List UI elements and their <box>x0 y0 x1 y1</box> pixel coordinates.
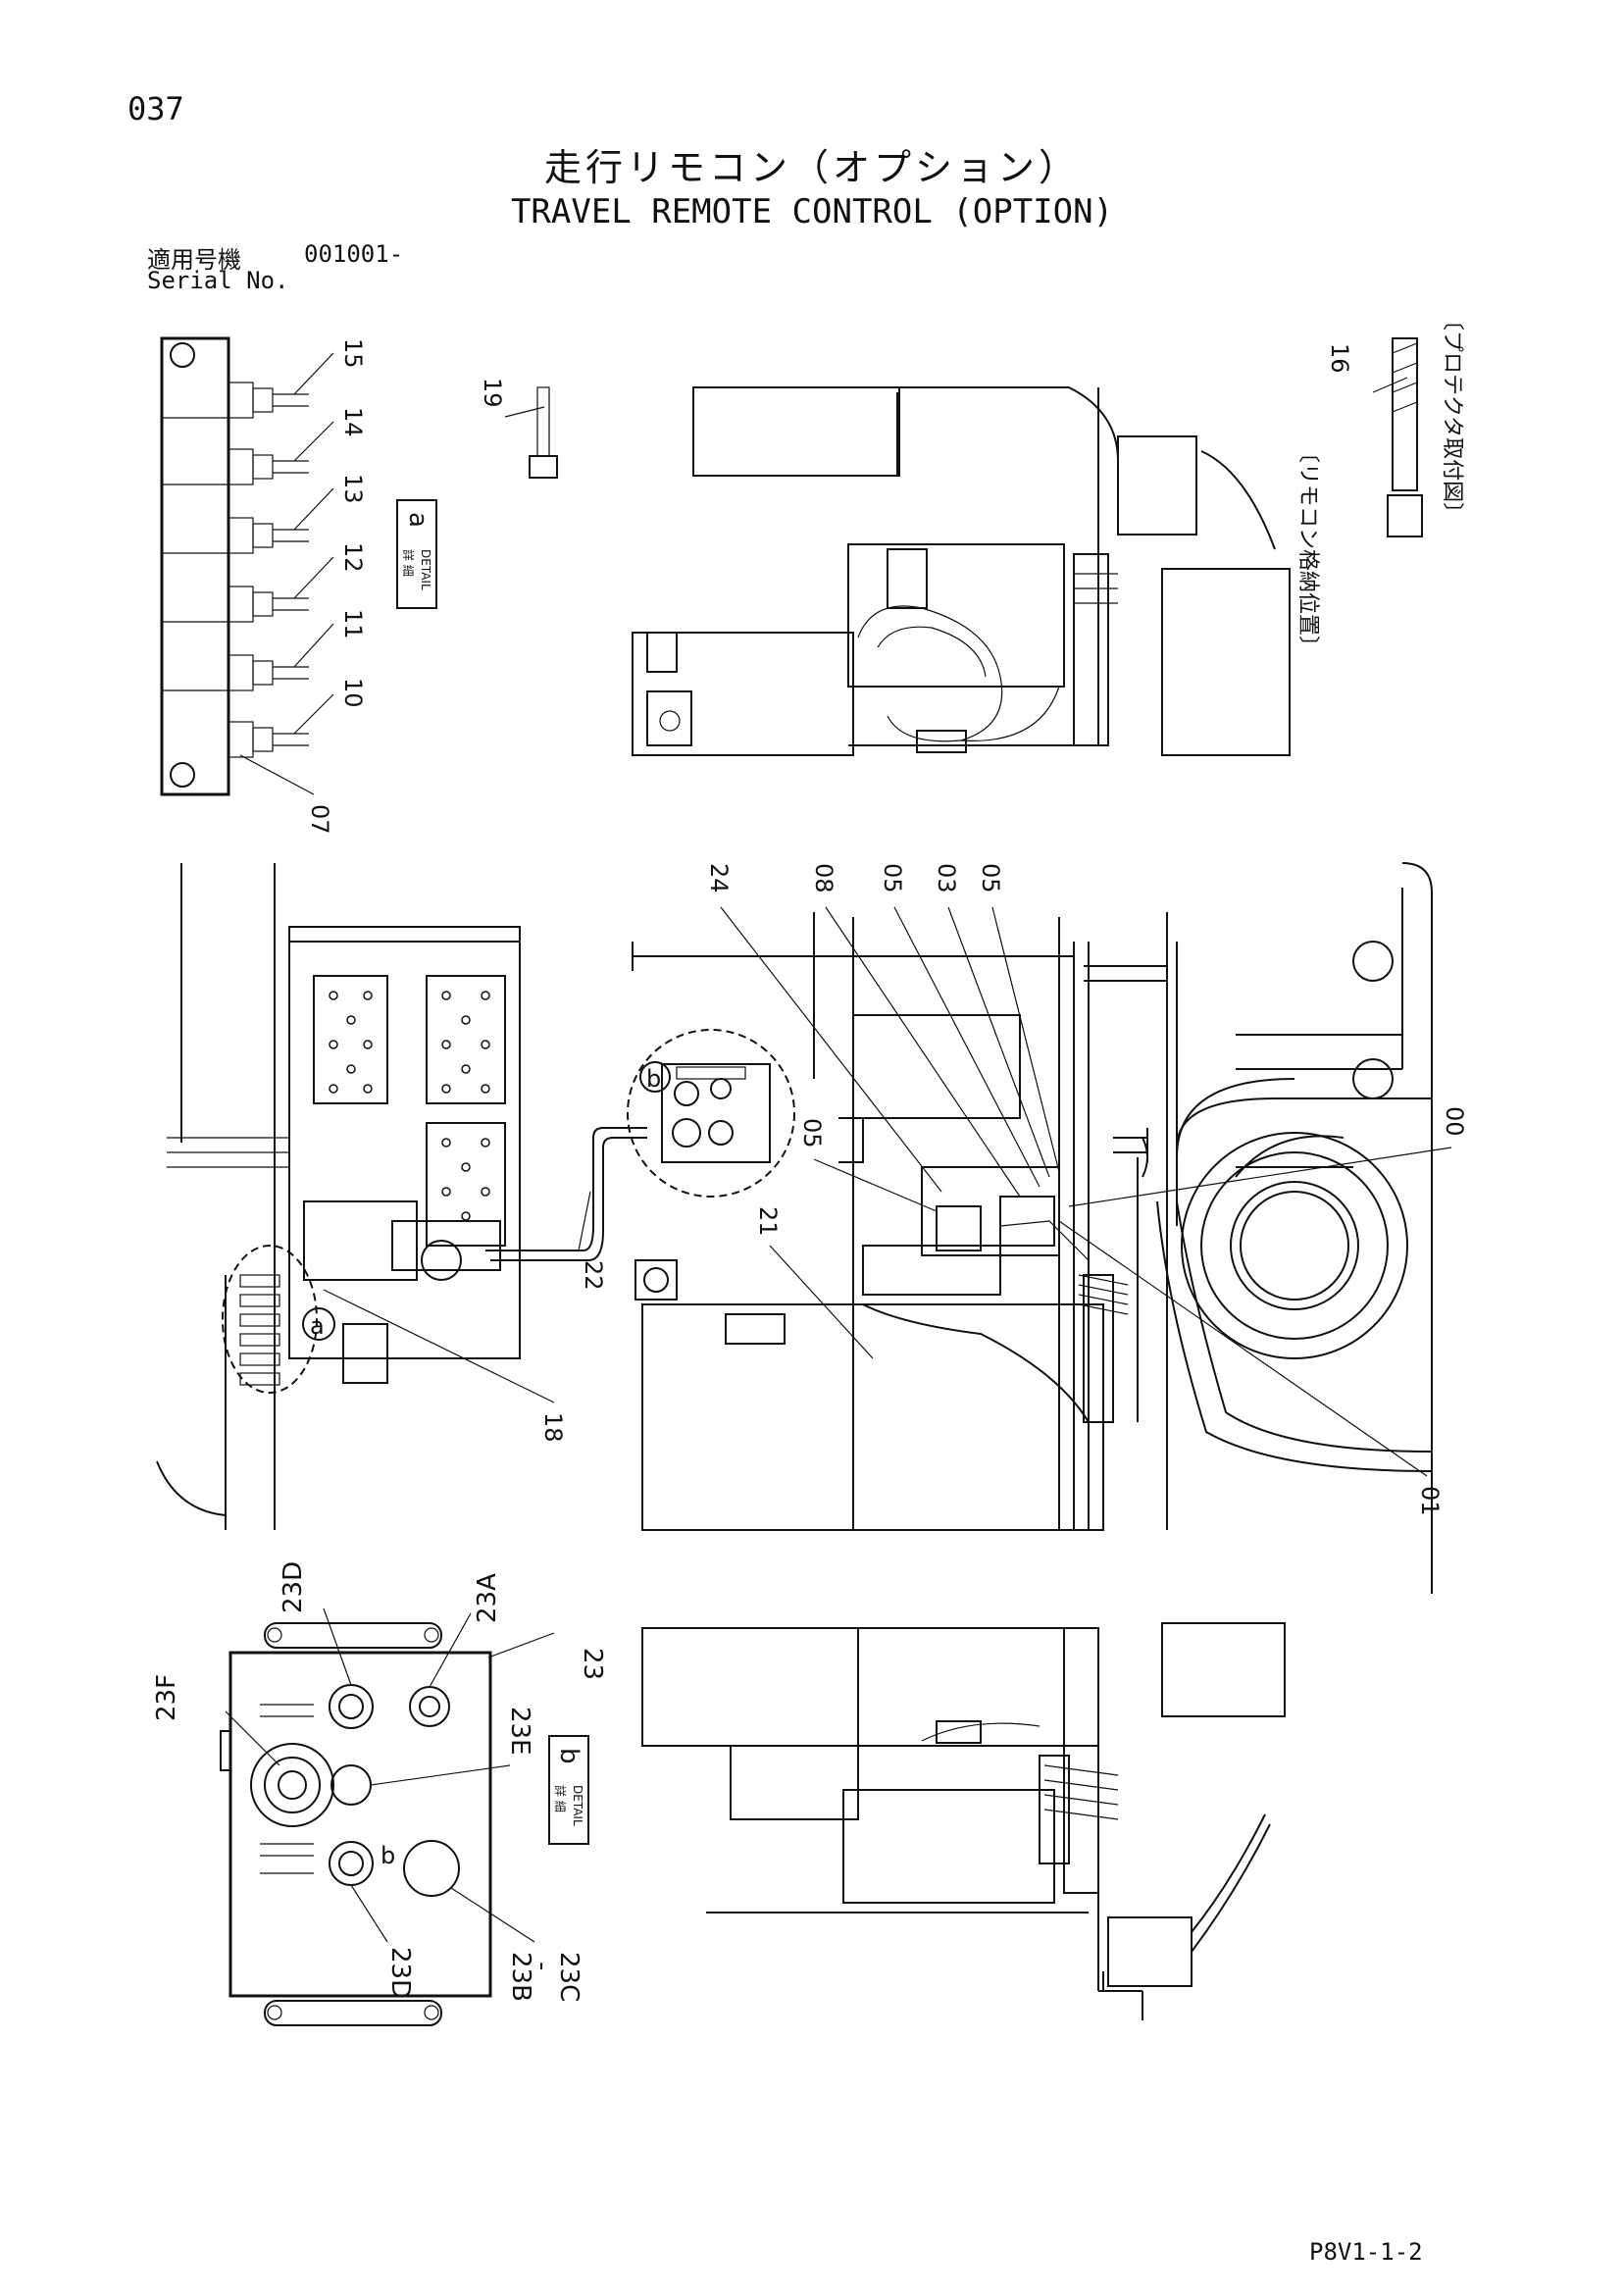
part-label-14: 14 <box>339 407 367 437</box>
part-label-13: 13 <box>339 474 367 504</box>
part-label-18: 18 <box>539 1412 567 1443</box>
part-label-23A: 23A <box>473 1573 502 1623</box>
part-label-24: 24 <box>705 863 733 893</box>
part-19-cable-tie: 19 <box>479 378 558 479</box>
serial-label-english: Serial No. <box>147 267 289 294</box>
part-label-21: 21 <box>754 1206 782 1237</box>
detail-a-fittings: 15 14 13 12 11 10 07 <box>160 336 367 835</box>
part-label-08: 08 <box>810 863 837 893</box>
detail-b-jp: 詳 細 <box>553 1785 568 1812</box>
footer-code: P8V1-1-2 <box>1309 2238 1423 2266</box>
part-label-05-c: 05 <box>798 1118 826 1148</box>
part-label-03: 03 <box>933 863 960 893</box>
part-label-23C: 23C <box>554 1952 584 2002</box>
part-label-05-b: 05 <box>977 863 1004 893</box>
main-view-leaders <box>323 906 1452 1477</box>
circle-b-label: b <box>646 1065 661 1093</box>
part-label-22: 22 <box>580 1260 607 1291</box>
page-title-english: TRAVEL REMOTE CONTROL (OPTION) <box>510 192 1114 231</box>
part-label-05-a: 05 <box>879 863 906 893</box>
part-label-15: 15 <box>339 338 367 369</box>
part-label-19: 19 <box>479 378 506 408</box>
part-label-23E: 23E <box>505 1707 534 1756</box>
detail-b-label: 詳 細 DETAIL b <box>548 1735 589 1845</box>
part-label-16: 16 <box>1326 343 1353 374</box>
page-number: 037 <box>127 90 184 128</box>
bottom-right-view <box>641 1622 1286 2020</box>
page-title-japanese: 走行リモコン（オプション） <box>543 146 1080 189</box>
main-machine-view: a b <box>156 862 1433 1594</box>
part-16-protector: 16 <box>1326 337 1423 537</box>
detail-a-en: DETAIL <box>419 549 432 590</box>
part-label-01: 01 <box>1416 1486 1444 1516</box>
serial-label-japanese: 適用号機 <box>147 246 241 274</box>
part-label-23B-dash: - <box>528 1962 557 1970</box>
part-label-23F: 23F <box>152 1674 181 1721</box>
part-label-07: 07 <box>306 804 333 835</box>
part-label-00: 00 <box>1441 1106 1468 1137</box>
circle-a-label: a <box>310 1312 325 1340</box>
part-label-23D-bottom: 23D <box>385 1947 415 1999</box>
part-label-12: 12 <box>339 542 367 573</box>
part-label-23B: 23B <box>506 1952 535 2002</box>
part-label-23D-top: 23D <box>279 1561 308 1613</box>
storage-position-view <box>632 386 1291 756</box>
detail-b-en: DETAIL <box>571 1785 584 1826</box>
panel-b-mark: b <box>381 1842 395 1869</box>
serial-number-value: 001001- <box>304 240 404 268</box>
detail-a-ref: a <box>403 512 432 528</box>
storage-position-note: 〔リモコン格納位置〕 <box>1295 441 1320 657</box>
part-label-10: 10 <box>339 678 367 708</box>
part-label-23: 23 <box>578 1648 607 1680</box>
protector-note: 〔プロテクタ取付図〕 <box>1440 309 1464 524</box>
detail-b-remote-panel: b <box>220 1607 555 2026</box>
detail-b-ref: b <box>554 1748 584 1764</box>
part-label-11: 11 <box>339 609 367 639</box>
detail-a-jp: 詳 細 <box>401 549 416 577</box>
detail-a-label: 詳 細 DETAIL a <box>396 499 437 609</box>
